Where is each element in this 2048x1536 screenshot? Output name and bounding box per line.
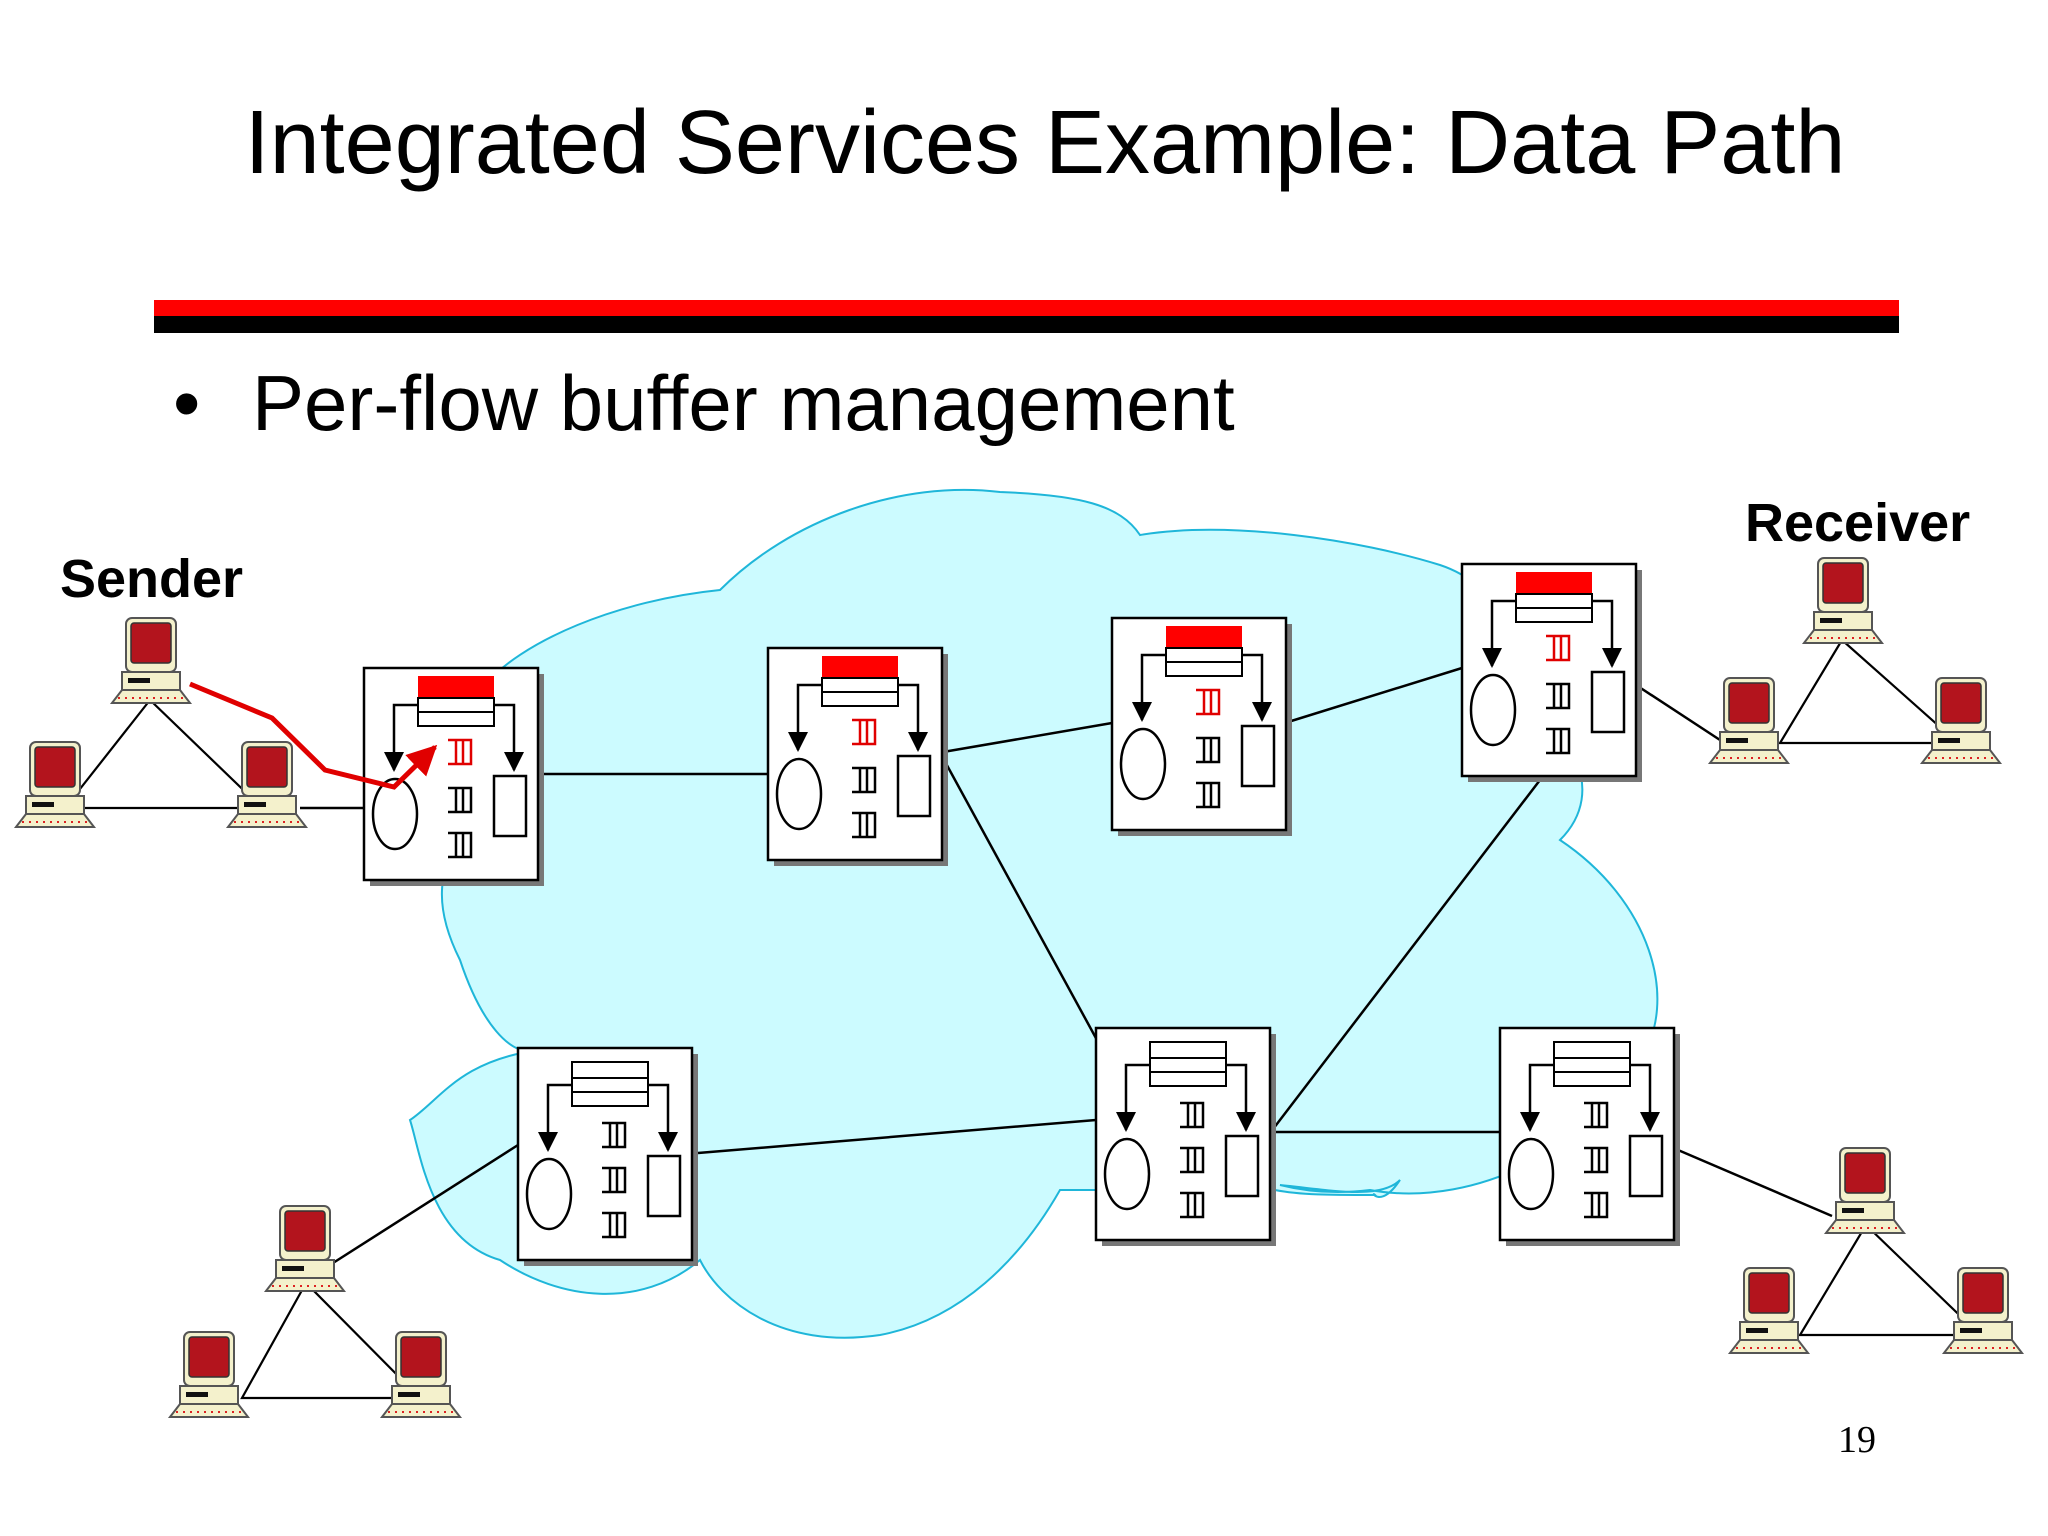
title-rule-red [154, 300, 1899, 316]
router-7[interactable] [1498, 1026, 1680, 1246]
computer-icon[interactable] [225, 741, 309, 828]
network-links [300, 666, 1833, 1265]
computer-icon[interactable] [1919, 677, 2003, 764]
computer-icon[interactable] [379, 1331, 463, 1418]
computer-icon[interactable] [109, 617, 193, 704]
computer-icon[interactable] [167, 1331, 251, 1418]
computer-icon[interactable] [1823, 1147, 1907, 1234]
router-1[interactable] [362, 666, 544, 886]
title-rule-black [154, 316, 1899, 333]
network-cloud [408, 488, 1659, 1339]
computer-icon[interactable] [263, 1205, 347, 1292]
page-number: 19 [1838, 1419, 1876, 1461]
computer-icon[interactable] [1941, 1267, 2025, 1354]
data-path-arrow [189, 681, 438, 790]
receiver-label: Receiver [1745, 493, 1971, 553]
slide-title: Integrated Services Example: Data Path [244, 93, 1846, 193]
bullet-marker: • [173, 359, 201, 447]
host-triangles [62, 638, 1983, 1400]
router-4[interactable] [1460, 562, 1642, 782]
bullet-text: Per-flow buffer management [252, 359, 1235, 447]
computer-icon[interactable] [1801, 557, 1885, 644]
router-2[interactable] [766, 646, 948, 866]
router-3[interactable] [1110, 616, 1292, 836]
sender-label: Sender [60, 549, 244, 609]
computer-icon[interactable] [1727, 1267, 1811, 1354]
computer-icon[interactable] [13, 741, 97, 828]
router-6[interactable] [1094, 1026, 1276, 1246]
router-5[interactable] [516, 1046, 698, 1266]
computer-icon[interactable] [1707, 677, 1791, 764]
